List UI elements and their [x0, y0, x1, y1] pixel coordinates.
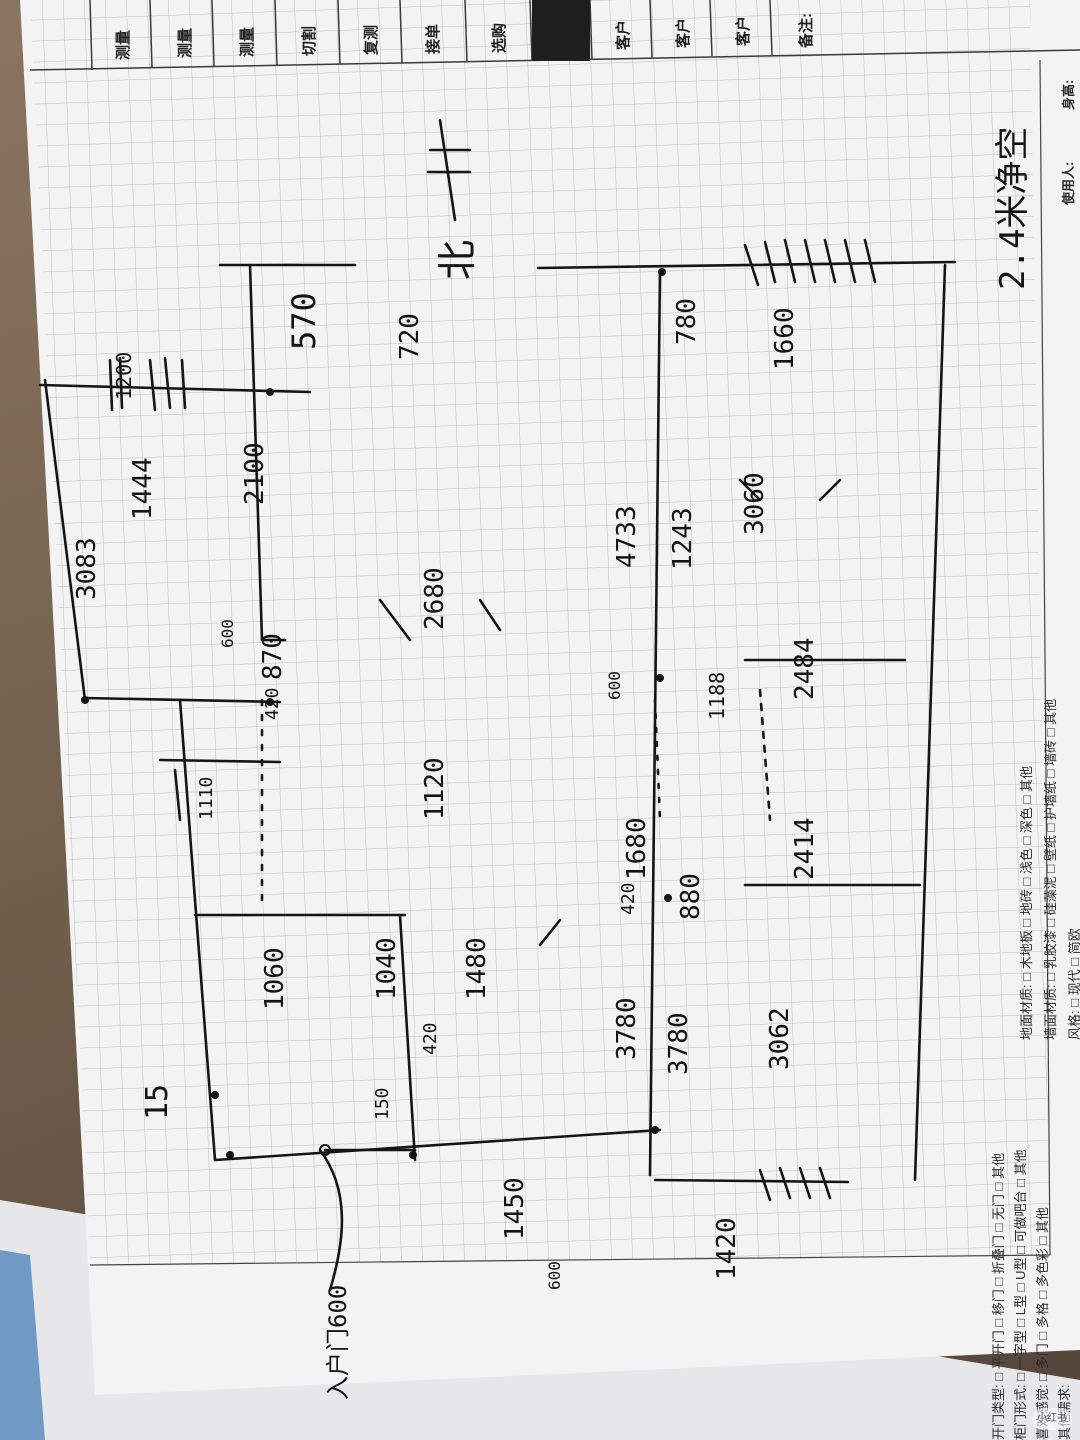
grid-area — [30, 0, 1050, 1265]
dim-2100: 2100 — [240, 442, 270, 505]
dim-600-c: 600 — [545, 1261, 564, 1290]
dim-870: 870 — [258, 633, 288, 680]
corner-watermark: 小红书 — [1032, 1408, 1072, 1430]
form-door-type: 开门类型: □ 平开门 □ 移门 □ 折叠门 □ 无门 □ 其他 — [991, 1153, 1006, 1440]
dim-1200: 1200 — [112, 351, 136, 400]
dim-2414: 2414 — [790, 817, 820, 880]
header-cell-5: 复测 — [363, 24, 380, 55]
floor-plan-sketch — [38, 118, 957, 1292]
dim-15: 15 — [140, 1083, 175, 1120]
dim-720: 720 — [395, 313, 425, 360]
height-label: 身高: — [1061, 79, 1076, 110]
header-cell-7: 选购 — [491, 22, 508, 53]
dim-1120: 1120 — [420, 757, 450, 820]
header-cell-6: 接单 — [425, 23, 442, 54]
header-cell-8: 客户 — [615, 19, 632, 50]
dim-2484: 2484 — [790, 637, 820, 700]
dim-1040: 1040 — [372, 937, 402, 1000]
dim-2680: 2680 — [420, 567, 450, 630]
form-divider — [89, 1254, 1051, 1266]
dim-3780-a: 3780 — [612, 997, 642, 1060]
dim-1480: 1480 — [462, 937, 492, 1000]
dim-1188: 1188 — [705, 671, 729, 720]
dim-600-b: 600 — [605, 671, 624, 700]
dim-780: 780 — [672, 298, 702, 345]
user-label: 使用人: — [1061, 161, 1076, 205]
page-edge-blue — [0, 1250, 45, 1440]
dim-3083: 3083 — [72, 537, 102, 600]
form-style: 风格: □ 现代 □ 简欧 — [1067, 928, 1080, 1040]
dim-420-a: 420 — [262, 687, 283, 720]
header-cell-9: 客户 — [675, 17, 692, 48]
dim-1243: 1243 — [668, 507, 698, 570]
north-label: 北 — [435, 240, 481, 280]
form-divider-right — [1039, 59, 1051, 1256]
header-cell-remarks: 备注: — [798, 13, 815, 48]
dim-1680: 1680 — [622, 817, 652, 880]
dim-1450: 1450 — [500, 1177, 530, 1240]
dim-3060: 3060 — [740, 472, 770, 535]
form-floor-material: 地面材质: □ 木地板 □ 地砖 □ 浅色 □ 深色 □ 其他 — [1019, 766, 1034, 1040]
dim-1444: 1444 — [128, 457, 158, 520]
header-cell-3: 测量 — [239, 26, 256, 57]
node-markers — [81, 268, 672, 1159]
dim-880: 880 — [676, 873, 706, 920]
dim-1420: 1420 — [712, 1217, 742, 1280]
dim-3780-b: 3780 — [664, 1012, 694, 1075]
dim-570: 570 — [285, 292, 323, 350]
dim-1060: 1060 — [260, 947, 290, 1010]
header-cell-1: 测量 — [115, 29, 132, 60]
form-preference: 喜欢感觉: □ 多门 □ 多格 □ 多色彩 □ 其他 — [1035, 1207, 1050, 1440]
dim-600-a: 600 — [218, 619, 237, 648]
dim-150-b: 150 — [372, 1087, 393, 1120]
dim-1110: 1110 — [196, 776, 217, 820]
header-dark-cell — [532, 0, 590, 61]
header-cell-10: 客户 — [735, 15, 752, 46]
dim-3062: 3062 — [765, 1007, 795, 1070]
dim-4733: 4733 — [612, 505, 642, 568]
dim-420-c: 420 — [420, 1022, 441, 1055]
dim-420-b: 420 — [618, 882, 639, 915]
entry-door-note: 入户门600 — [324, 1284, 352, 1400]
form-wall-material: 墙面材质: □ 乳胶漆 □ 硅藻泥 □ 壁纸 □ 护墙纸 □ 墙砖 □ 其他 — [1043, 698, 1058, 1040]
header-cell-4: 切割 — [301, 25, 318, 56]
header-cell-2: 测量 — [177, 27, 194, 58]
note-clear-height: 2.4米净空 — [993, 126, 1033, 290]
dim-1660: 1660 — [770, 307, 800, 370]
form-cabinet-type: 柜门形式: □ 一字型 □ L型 □ U型 □ 可做吧台 □ 其他 — [1013, 1149, 1028, 1440]
